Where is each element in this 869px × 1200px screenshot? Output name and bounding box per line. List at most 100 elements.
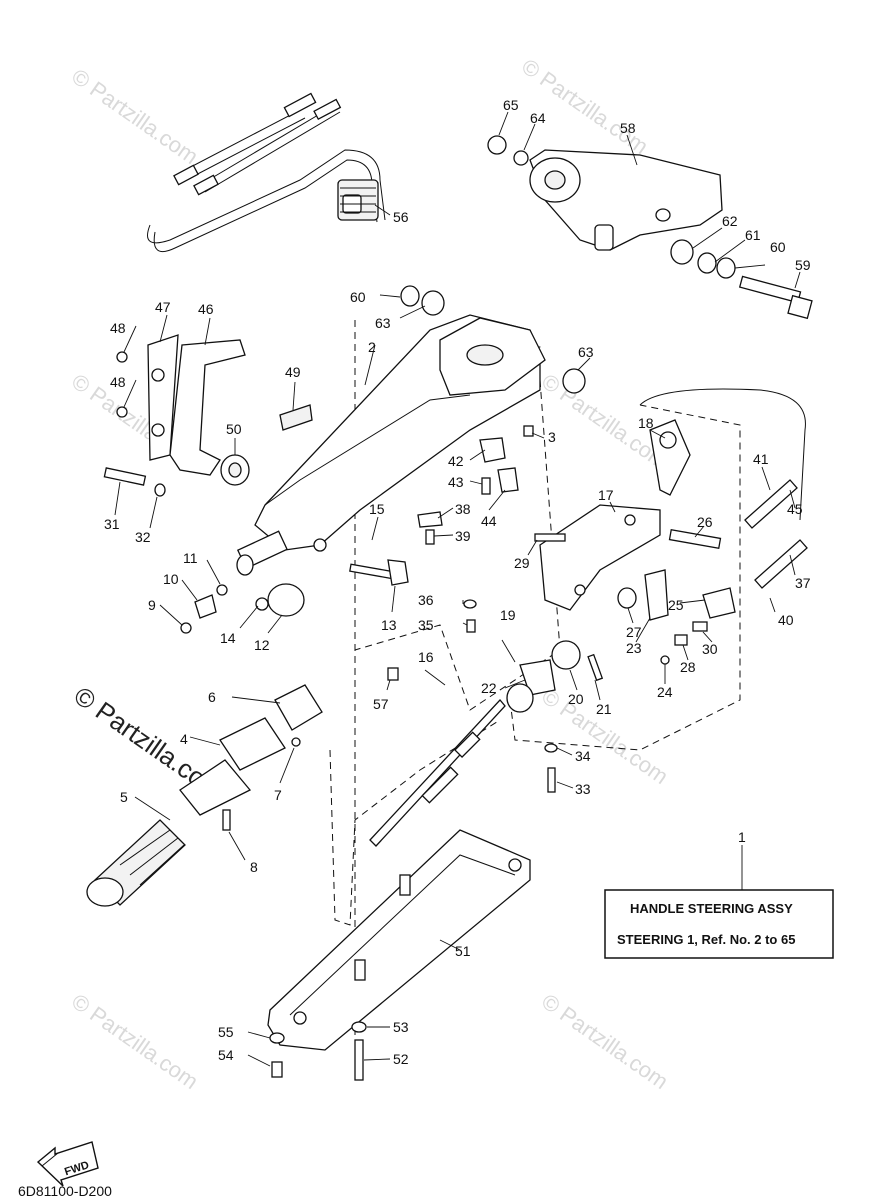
callout-7: 7 [274, 787, 282, 803]
throttle-shaft [236, 530, 288, 576]
link [519, 659, 556, 696]
callout-37: 37 [795, 575, 811, 591]
callout-46: 46 [198, 301, 214, 317]
bracket [169, 339, 246, 476]
callout-35: 35 [418, 617, 434, 633]
shift-bracket [539, 504, 661, 611]
bushing [421, 290, 445, 316]
bolt [349, 559, 409, 586]
callout-47: 47 [155, 299, 171, 315]
callout-54: 54 [218, 1047, 234, 1063]
steering-handle-body [254, 314, 546, 552]
bolt [523, 425, 534, 437]
label-decal [279, 404, 313, 431]
callout-38: 38 [455, 501, 471, 517]
shift-lever [644, 569, 669, 621]
callout-19: 19 [500, 607, 516, 623]
callout-39: 39 [455, 528, 471, 544]
callout-31: 31 [104, 516, 120, 532]
grip-assembly [86, 684, 323, 907]
knob [702, 587, 736, 619]
assembly-reference: 1 HANDLE STEERING ASSY STEERING 1, Ref. … [604, 829, 834, 959]
nut [487, 135, 507, 155]
assembly-title: HANDLE STEERING ASSY [630, 901, 793, 916]
cable-end [754, 539, 808, 589]
callout-40: 40 [778, 612, 794, 628]
callout-10: 10 [163, 571, 179, 587]
washer [463, 599, 477, 609]
callout-25: 25 [668, 597, 684, 613]
bolt [547, 767, 556, 793]
callout-62: 62 [722, 213, 738, 229]
callout-18: 18 [638, 415, 654, 431]
callout-57: 57 [373, 696, 389, 712]
callout-9: 9 [148, 597, 156, 613]
callout-44: 44 [481, 513, 497, 529]
callout-51: 51 [455, 943, 471, 959]
leader-lines [114, 111, 801, 1067]
callout-12: 12 [254, 637, 270, 653]
callout-13: 13 [381, 617, 397, 633]
callout-36: 36 [418, 592, 434, 608]
washer [697, 252, 717, 274]
assembly-range: STEERING 1, Ref. No. 2 to 65 [617, 932, 795, 947]
callout-21: 21 [596, 701, 612, 717]
washer [351, 1021, 367, 1033]
callout-58: 58 [620, 120, 636, 136]
callout-11: 11 [183, 550, 198, 566]
callout-4: 4 [180, 731, 188, 747]
bolt [103, 467, 166, 497]
bottom-cover [267, 829, 531, 1051]
callout-60: 60 [350, 289, 366, 305]
shaft [668, 528, 722, 550]
pin [587, 653, 604, 682]
bolt [354, 1039, 364, 1081]
bolt [738, 275, 813, 320]
callout-64: 64 [530, 110, 546, 126]
callout-60: 60 [770, 239, 786, 255]
plate [147, 334, 179, 461]
callout-3: 3 [548, 429, 556, 445]
detent [674, 634, 688, 646]
callout-53: 53 [393, 1019, 409, 1035]
watermark: © Partzilla.com [537, 684, 673, 790]
callout-48: 48 [110, 374, 126, 390]
callout-43: 43 [448, 474, 464, 490]
screw [425, 529, 435, 545]
callout-49: 49 [285, 364, 301, 380]
bushing [670, 239, 694, 265]
washer [544, 743, 558, 753]
callout-52: 52 [393, 1051, 409, 1067]
grommet [337, 179, 379, 221]
callout-28: 28 [680, 659, 696, 675]
shift-cable [639, 388, 806, 521]
bushing [562, 368, 586, 394]
diagram-code: 6D81100-D200 [18, 1183, 112, 1199]
callout-63: 63 [375, 315, 391, 331]
callout-50: 50 [226, 421, 242, 437]
callout-59: 59 [795, 257, 811, 273]
callout-29: 29 [514, 555, 530, 571]
shift-arm [649, 419, 691, 496]
callout-6: 6 [208, 689, 216, 705]
callout-63: 63 [578, 344, 594, 360]
assembly-box [604, 889, 834, 959]
fwd-arrow-icon: FWD [36, 1141, 99, 1187]
spring [692, 621, 708, 632]
callout-17: 17 [598, 487, 614, 503]
watermark: © Partzilla.com [67, 989, 203, 1095]
callout-42: 42 [448, 453, 464, 469]
callout-45: 45 [787, 501, 803, 517]
callout-23: 23 [626, 640, 642, 656]
callout-16: 16 [418, 649, 434, 665]
bolt [481, 477, 491, 495]
callout-55: 55 [218, 1024, 234, 1040]
washer [400, 285, 420, 307]
gear [551, 640, 581, 670]
clamp [479, 437, 506, 463]
callout-48: 48 [110, 320, 126, 336]
watermark: © Partzilla.com [517, 54, 653, 160]
callout-34: 34 [575, 748, 591, 764]
screw [534, 533, 566, 542]
